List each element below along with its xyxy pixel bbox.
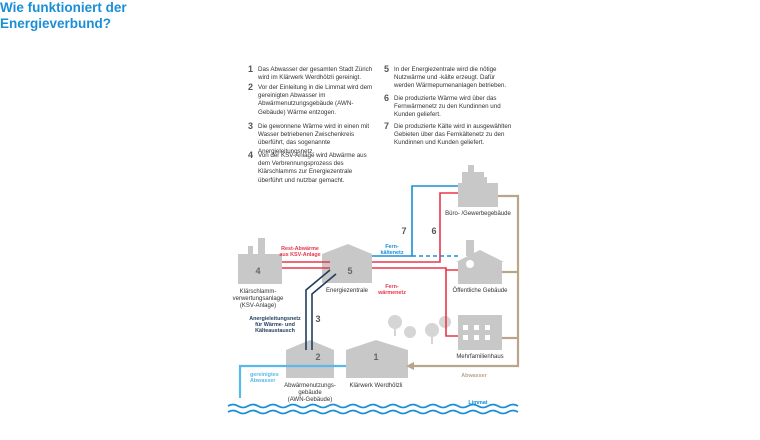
tree-icon [404,326,416,338]
step-7: 7 Die produzierte Kälte wird in ausgewäh… [384,121,514,148]
label-energy-center: Energiezentrale [326,288,369,294]
step-text: Vor der Einleitung in die Limmat wird de… [258,84,373,116]
label-ksv-3: (KSV-Anlage) [240,303,276,309]
label-ksv-2: verwertungsanlage [233,296,284,302]
step-text: Die gewonnene Wärme wird in einen mit Wa… [258,123,370,155]
step-number: 5 [384,64,390,74]
step-text: Die produzierte Kälte wird in ausgewählt… [394,123,512,147]
label-awn-1: Abwärmenutzungs- [284,383,336,389]
step-1: 1 Das Abwasser der gesamten Stadt Zürich… [248,64,376,82]
public-building-icon [456,240,504,284]
label-rest-heat-2: aus KSV-Anlage [279,252,320,258]
step-number: 7 [384,121,390,131]
label-anergy-3: Kälteaustausch [255,328,295,334]
step-text: Die produzierte Wärme wird über das Fern… [394,95,501,119]
step-3: 3 Die gewonnene Wärme wird in einen mit … [248,121,376,156]
page-title: Wie funktioniert der Energieverbund? [0,0,260,32]
ksv-plant-icon [238,238,282,284]
label-awn-3: (AWN-Gebäude) [288,397,332,403]
label-heat-net-2: wärmenetz [377,290,406,296]
label-anergy-1: Anergieleitungsnetz [249,316,301,322]
diagram-number-6: 6 [431,226,436,236]
cleaned-water-line [238,364,346,398]
label-awn-2: gebäude [298,390,322,396]
diagram-number-2: 2 [315,352,320,362]
step-number: 3 [248,121,254,131]
tree-icon [388,315,402,329]
sewage-lines [406,194,520,370]
diagram-number-3: 3 [315,314,320,324]
label-sewage: Abwasser [461,373,487,379]
diagram-step-numbers: 1 2 3 4 5 6 7 [255,226,436,362]
label-cleaned-1: gereinigtes [250,372,279,378]
tree-icon [425,323,439,337]
awn-building-icon [286,340,334,378]
label-anergy-2: für Wärme- und [255,322,295,328]
tree-trunk [431,336,433,344]
step-number: 6 [384,93,390,103]
diagram-number-7: 7 [401,226,406,236]
tree-trunk [394,328,396,336]
tree-icon [439,316,451,328]
heat-lines [282,192,458,337]
label-public: Öffentliche Gebäude [453,287,509,294]
step-5: 5 In der Energiezentrale wird die nötige… [384,64,514,91]
step-text: Das Abwasser der gesamten Stadt Zürich w… [258,66,373,82]
diagram-number-5: 5 [347,266,352,276]
diagram-labels: Büro- /Gewerbegebäude Öffentliche Gebäud… [233,211,512,403]
step-6: 6 Die produzierte Wärme wird über das Fe… [384,93,514,120]
step-text: Von der KSV-Anlage wird Abwärme aus dem … [258,152,367,184]
label-heat-net-1: Fern- [385,284,399,290]
title-line-1: Wie funktioniert der [0,0,127,15]
cold-lines [372,185,458,257]
diagram-number-4: 4 [255,266,260,276]
step-number: 2 [248,82,254,92]
step-number: 1 [248,64,254,74]
label-cleaned-2: Abwasser [250,378,276,384]
label-ksv-1: Klärschlamm- [240,289,277,295]
apartment-building-icon [458,315,502,350]
label-apartment: Mehrfamilienhaus [456,354,503,360]
step-2: 2 Vor der Einleitung in die Limmat wird … [248,82,376,117]
anergy-network [305,269,337,350]
network-labels: Rest-Abwärme aus KSV-Anlage Fern- kälten… [249,244,488,406]
step-4: 4 Von der KSV-Anlage wird Abwärme aus de… [248,150,376,185]
label-limmat: Limmat [468,400,487,406]
title-line-2: Energieverbund? [0,16,112,31]
step-number: 4 [248,150,254,160]
label-rest-heat-1: Rest-Abwärme [281,246,319,252]
label-treatment-plant: Klärwerk Werdhölzli [350,383,403,389]
trees [388,315,451,344]
label-cold-net-1: Fern- [385,244,399,250]
label-office: Büro- /Gewerbegebäude [445,211,511,217]
treatment-plant-icon [346,340,408,378]
step-text: In der Energiezentrale wird die nötige N… [394,66,507,90]
limmat-river [227,403,519,415]
energy-center-icon [322,244,372,283]
buildings [238,165,504,378]
diagram-number-1: 1 [373,352,378,362]
label-cold-net-2: kältenetz [380,250,403,256]
office-building-icon [458,165,498,207]
